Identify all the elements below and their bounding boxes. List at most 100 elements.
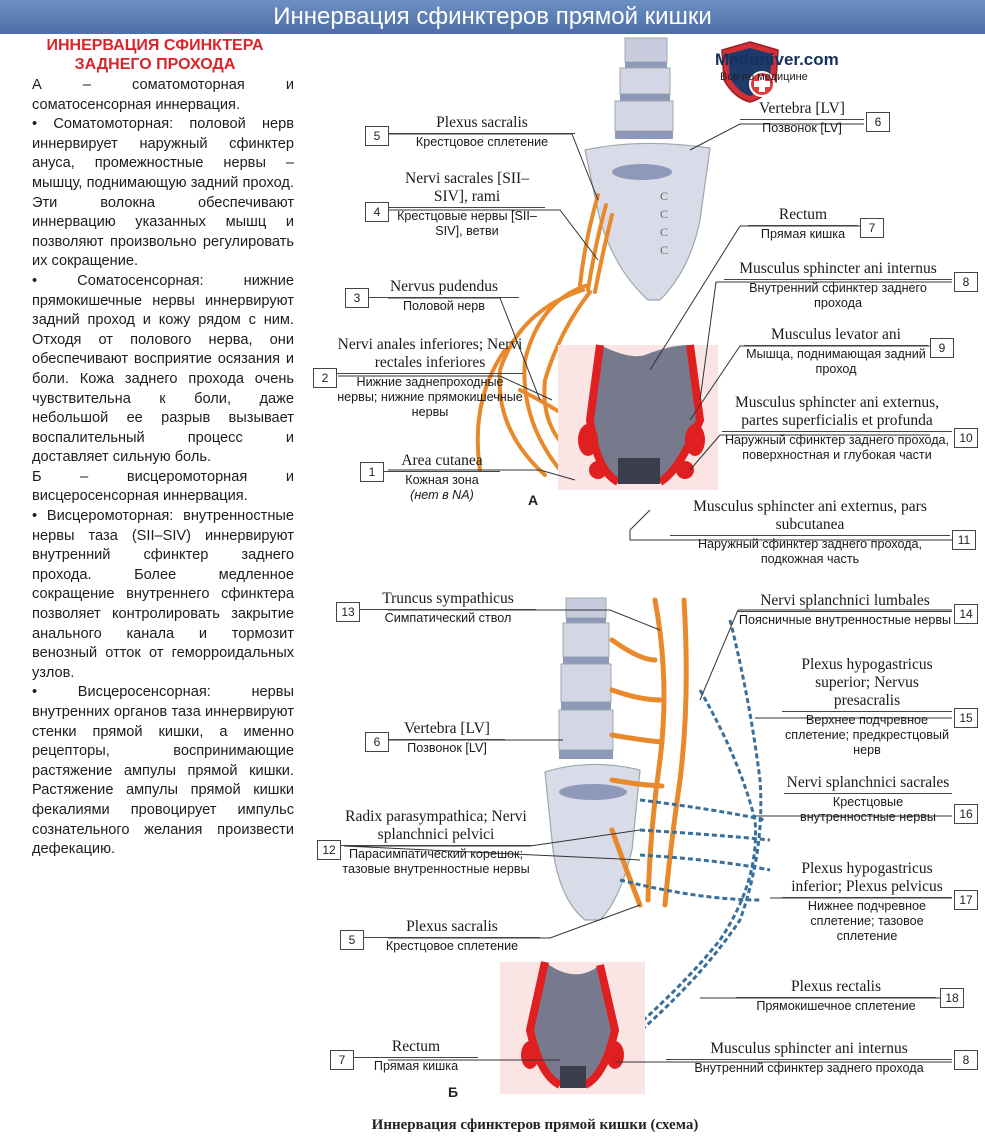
label-number: 8 (954, 272, 978, 292)
label-number: 16 (954, 804, 978, 824)
label-latin: Truncus sympathicus (382, 590, 514, 607)
label-latin: Plexus sacralis (436, 114, 528, 131)
figure-caption: Иннервация сфинктеров прямой кишки (схем… (371, 1117, 699, 1133)
label-3-nervus-pudendus: 3 Nervus pudendus Половой нерв (345, 278, 520, 318)
label-1-area-cutanea: 1 Area cutanea Кожная зона (нет в NA) (360, 452, 500, 512)
label-latin: Musculus sphincter ani externus, pars su… (693, 498, 927, 533)
label-number: 4 (365, 202, 389, 222)
label-russian: Половой нерв (402, 299, 485, 313)
meduniver-logo[interactable] (646, 40, 856, 104)
label-russian: Крестцовые внутренностные нервы (800, 795, 936, 824)
paragraph: • Соматомоторная: половой нерв иннервиру… (32, 116, 294, 270)
label-latin: Musculus sphincter ani externus, partes … (734, 394, 940, 429)
label-17-hypogastricus-inferior: Plexus hypogastricus inferior; Plexus pe… (782, 860, 978, 952)
label-number: 3 (345, 288, 369, 308)
label-number: 17 (954, 890, 978, 910)
label-russian: Верхнее подчревное сплетение; предкрестц… (784, 713, 949, 757)
label-number: 2 (313, 368, 337, 388)
article-text: А – соматомоторная и соматосенсорная инн… (32, 76, 294, 860)
paragraph: • Соматосенсорная: нижние прямокишечные … (32, 272, 294, 466)
logo-name: Meduniver.com (715, 50, 839, 69)
label-latin: Nervi splanchnici sacrales (786, 774, 950, 791)
label-4-nervi-sacrales: 4 Nervi sacrales [SII–SIV], rami Крестцо… (365, 170, 545, 244)
label-number: 9 (930, 338, 954, 358)
label-7-rectum-b: 7 Rectum Прямая кишка (330, 1038, 480, 1078)
label-latin: Area cutanea (401, 452, 483, 469)
label-latin: Plexus hypogastricus superior; Nervus pr… (801, 656, 933, 709)
label-latin: Vertebra [LV] (404, 720, 490, 737)
label-number: 1 (360, 462, 384, 482)
label-number: 8 (954, 1050, 978, 1070)
panel-a-nerves (475, 193, 614, 477)
label-6-vertebra-lv-b: 6 Vertebra [LV] Позвонок [LV] (365, 720, 505, 760)
label-number: 7 (860, 218, 884, 238)
label-latin: Plexus hypogastricus inferior; Plexus pe… (791, 860, 943, 895)
label-russian: Нижние заднепроходные нервы; нижние прям… (337, 375, 523, 419)
label-14-splanchnici-lumbales: Nervi splanchnici lumbales Поясничные вн… (738, 592, 978, 642)
label-latin: Musculus sphincter ani internus (710, 1040, 908, 1057)
label-russian: Наружный сфинктер заднего прохода, подко… (697, 537, 923, 566)
label-latin: Nervi anales inferiores; Nervi rectales … (337, 336, 523, 371)
label-18-plexus-rectalis: Plexus rectalis Прямокишечное сплетение … (736, 978, 964, 1018)
panel-a-spine: C C C C (584, 37, 711, 301)
label-15-hypogastricus-superior: Plexus hypogastricus superior; Nervus pr… (782, 656, 978, 764)
label-2-nervi-anales: 2 Nervi anales inferiores; Nervi rectale… (313, 336, 523, 436)
label-latin: Rectum (391, 1038, 441, 1055)
svg-text:C: C (660, 189, 668, 203)
label-11-sphincter-externus-subcutanea: Musculus sphincter ani externus, pars su… (670, 498, 976, 572)
label-number: 18 (940, 988, 964, 1008)
label-number: 7 (330, 1050, 354, 1070)
article-title: ИННЕРВАЦИЯ СФИНКТЕРА ЗАДНЕГО ПРОХОДА (46, 37, 264, 73)
label-5-plexus-sacralis-b: 5 Plexus sacralis Крестцовое сплетение (340, 918, 540, 958)
label-note: (нет в NA) (410, 488, 474, 502)
logo-tagline: Все по медицине (720, 71, 808, 83)
label-8-sphincter-internus: Musculus sphincter ani internus Внутренн… (724, 260, 978, 316)
label-number: 6 (365, 732, 389, 752)
label-12-radix-parasympathica: 12 Radix parasympathica; Nervi splanchni… (317, 808, 532, 898)
label-russian: Поясничные внутренностные нервы (738, 613, 952, 627)
label-number: 13 (336, 602, 360, 622)
label-latin: Nervi splanchnici lumbales (760, 592, 930, 609)
label-russian: Крестцовое сплетение (415, 135, 549, 149)
label-latin: Musculus levator ani (770, 326, 901, 343)
panel-a-leader-lines (338, 123, 952, 541)
paragraph: • Висцеромоторная: внутренностные нервы … (32, 508, 294, 681)
label-russian: Крестцовое сплетение (385, 939, 519, 953)
label-latin: Plexus sacralis (406, 918, 498, 935)
title-banner (0, 0, 985, 34)
label-10-sphincter-externus-profunda: Musculus sphincter ani externus, partes … (722, 394, 978, 478)
panel-b-rectum (500, 961, 645, 1094)
panel-a-rectum (558, 344, 718, 490)
label-number: 14 (954, 604, 978, 624)
svg-text:C: C (660, 207, 668, 221)
label-13-truncus-sympathicus: 13 Truncus sympathicus Симпатический ств… (336, 590, 536, 630)
label-russian: Позвонок [LV] (762, 121, 842, 135)
label-latin: Nervus pudendus (389, 278, 499, 295)
panel-a-letter: А (528, 492, 539, 508)
label-number: 12 (317, 840, 341, 860)
label-russian: Прямокишечное сплетение (756, 999, 916, 1013)
panel-b-visceral-nerves (614, 619, 771, 1047)
label-russian: Парасимпатический корешок; тазовые внутр… (342, 847, 530, 876)
label-5-plexus-sacralis: 5 Plexus sacralis Крестцовое сплетение (365, 114, 575, 154)
label-russian: Кожная зона (405, 473, 479, 487)
label-latin: Vertebra [LV] (759, 100, 845, 117)
panel-b-spine (544, 597, 641, 921)
label-russian: Нижнее подчревное сплетение; тазовое спл… (807, 899, 927, 943)
label-russian: Симпатический ствол (384, 611, 512, 625)
label-russian: Внутренний сфинктер заднего прохода (749, 281, 927, 310)
svg-text:C: C (660, 225, 668, 239)
label-number: 5 (340, 930, 364, 950)
label-latin: Radix parasympathica; Nervi splanchnici … (345, 808, 527, 843)
label-russian: Прямая кишка (373, 1059, 459, 1073)
label-russian: Внутренний сфинктер заднего прохода (694, 1061, 924, 1075)
svg-text:C: C (660, 243, 668, 257)
label-number: 10 (954, 428, 978, 448)
label-8-sphincter-internus-b: Musculus sphincter ani internus Внутренн… (666, 1040, 978, 1080)
paragraph: А – соматомоторная и соматосенсорная инн… (32, 77, 294, 113)
label-6-vertebra-lv: Vertebra [LV] Позвонок [LV] 6 (740, 100, 890, 140)
label-russian: Наружный сфинктер заднего прохода, повер… (724, 433, 950, 462)
label-latin: Musculus sphincter ani internus (739, 260, 937, 277)
label-latin: Plexus rectalis (791, 978, 881, 995)
